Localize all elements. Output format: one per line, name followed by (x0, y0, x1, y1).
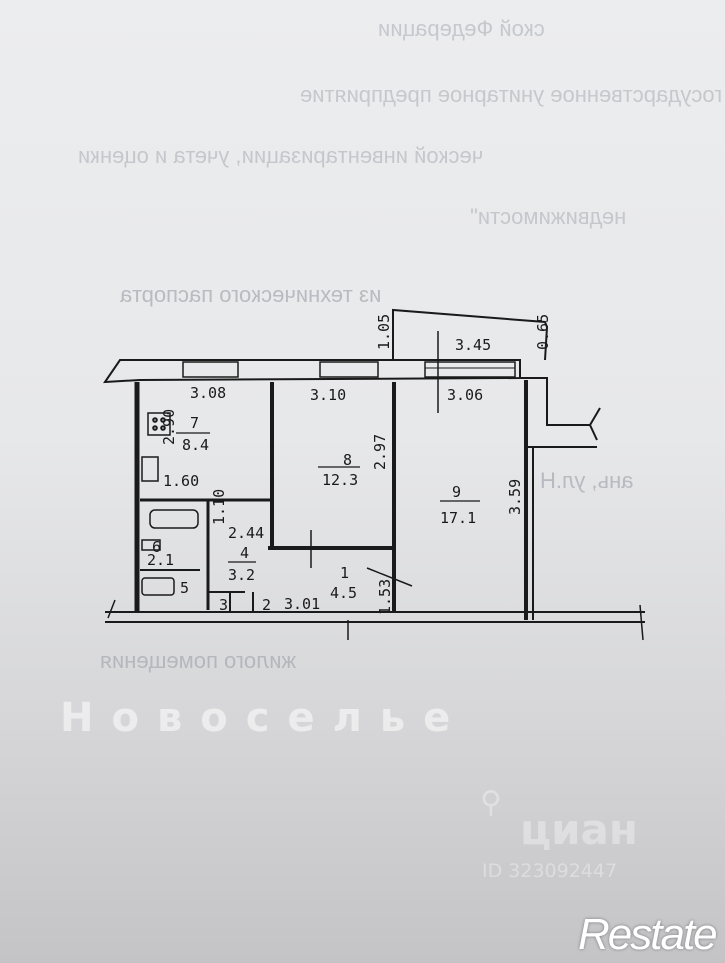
balcony (392, 308, 549, 361)
label-room-4: 4 (240, 544, 249, 562)
restate-logo: Restate (578, 910, 718, 959)
cian-logo-text: циан (520, 805, 638, 854)
label-area-7: 8.4 (182, 436, 209, 454)
right-stair (520, 377, 601, 620)
window (424, 361, 516, 378)
label-room-8: 8 (343, 451, 352, 469)
location-pin-icon: ⚲ (480, 785, 502, 820)
dim: 1.10 (210, 489, 228, 525)
watermark-center: Новосельe (60, 695, 469, 741)
label-area-9: 17.1 (440, 509, 476, 527)
top-wall (103, 359, 521, 384)
label-room-3: 3 (219, 596, 228, 614)
dim: 1.60 (163, 472, 199, 490)
washbasin (141, 539, 161, 551)
sink (141, 456, 159, 482)
dim: 2.90 (160, 409, 178, 445)
dim: 1.53 (376, 579, 394, 615)
label-area-1: 4.5 (330, 584, 357, 602)
dim: 3.10 (310, 386, 346, 404)
window (182, 361, 239, 378)
dim: 3.59 (506, 479, 524, 515)
label-area-8: 12.3 (322, 471, 358, 489)
label-room-7: 7 (190, 414, 199, 432)
label-area-6: 2.1 (147, 551, 174, 569)
dim: 2.97 (371, 434, 389, 470)
dim: 3.06 (447, 386, 483, 404)
label-room-6: 6 (152, 538, 161, 556)
cian-id: ID 323092447 (482, 860, 618, 882)
label-area-4: 3.2 (228, 566, 255, 584)
dim: 0.65 (534, 314, 552, 350)
label-room-1: 1 (340, 564, 349, 582)
dim: 2.44 (228, 524, 264, 542)
bathtub (149, 509, 199, 529)
label-room-2: 2 (262, 596, 271, 614)
dim: 3.45 (455, 336, 491, 354)
dim: 3.08 (190, 384, 226, 402)
dim: 3.01 (284, 595, 320, 613)
label-room-9: 9 (452, 483, 461, 501)
label-room-5: 5 (180, 579, 189, 597)
window (319, 361, 379, 378)
dim: 1.05 (375, 314, 393, 350)
stove (147, 412, 171, 436)
toilet (141, 577, 175, 596)
